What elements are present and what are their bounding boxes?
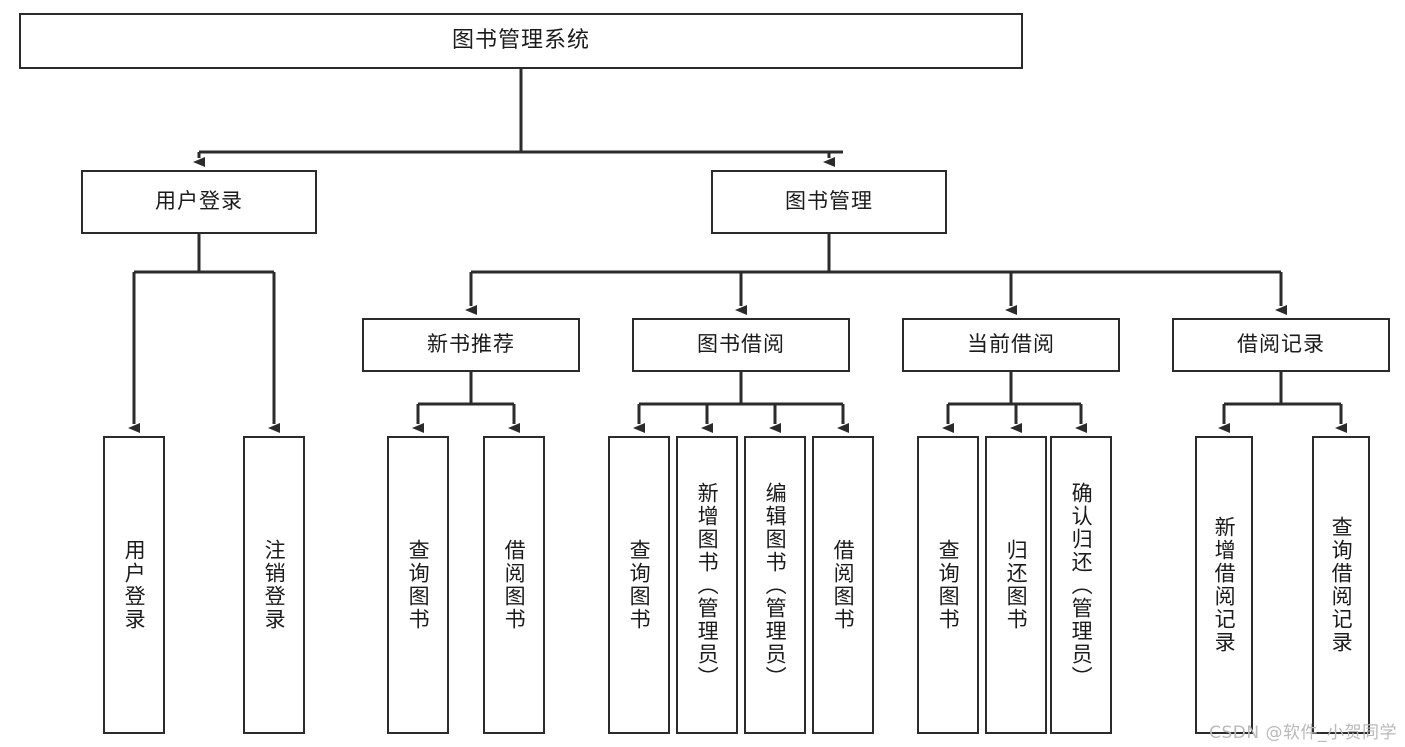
node-book-management[interactable]: 图书管理	[711, 170, 947, 234]
node-label: 归还图书	[1004, 539, 1029, 631]
node-query-book-current[interactable]: 查询图书	[917, 436, 979, 734]
node-label: 查询图书	[627, 539, 652, 631]
node-add-book-admin[interactable]: 新增图书（管理员）	[676, 436, 738, 734]
node-label: 确认归还（管理员）	[1069, 481, 1094, 689]
node-book-borrow[interactable]: 图书借阅	[632, 318, 850, 372]
node-label: 新增借阅记录	[1212, 516, 1237, 654]
node-label: 借阅图书	[831, 539, 856, 631]
node-query-borrow-record[interactable]: 查询借阅记录	[1312, 436, 1370, 734]
node-query-book-borrow[interactable]: 查询图书	[608, 436, 670, 734]
node-borrow-record[interactable]: 借阅记录	[1172, 318, 1390, 372]
node-user-logout-action[interactable]: 注销登录	[243, 436, 305, 734]
node-label: 图书借阅	[697, 332, 785, 357]
node-label: 用户登录	[155, 189, 243, 214]
node-label: 查询借阅记录	[1329, 516, 1354, 654]
node-label: 当前借阅	[967, 332, 1055, 357]
node-user-login-action[interactable]: 用户登录	[103, 436, 165, 734]
node-label: 新增图书（管理员）	[695, 481, 720, 689]
node-label: 注销登录	[262, 539, 287, 631]
node-current-borrow[interactable]: 当前借阅	[902, 318, 1120, 372]
node-book-management-system[interactable]: 图书管理系统	[19, 13, 1023, 69]
node-user-login[interactable]: 用户登录	[81, 170, 317, 234]
node-label: 图书管理	[785, 189, 873, 214]
node-edit-book-admin[interactable]: 编辑图书（管理员）	[744, 436, 806, 734]
node-label: 图书管理系统	[451, 27, 590, 53]
node-return-book[interactable]: 归还图书	[985, 436, 1047, 734]
node-label: 新书推荐	[427, 332, 515, 357]
node-label: 查询图书	[936, 539, 961, 631]
node-label: 借阅图书	[502, 539, 527, 631]
node-add-borrow-record[interactable]: 新增借阅记录	[1195, 436, 1253, 734]
node-label: 借阅记录	[1237, 332, 1325, 357]
node-new-book-recommend[interactable]: 新书推荐	[362, 318, 580, 372]
node-label: 查询图书	[406, 539, 431, 631]
node-borrow-book-recommend[interactable]: 借阅图书	[483, 436, 545, 734]
node-label: 编辑图书（管理员）	[763, 481, 788, 689]
watermark-text: CSDN @软件_小贺同学	[1209, 723, 1397, 743]
node-label: 用户登录	[122, 539, 147, 631]
node-confirm-return-admin[interactable]: 确认归还（管理员）	[1050, 436, 1112, 734]
node-borrow-book-action[interactable]: 借阅图书	[812, 436, 874, 734]
node-query-book-recommend[interactable]: 查询图书	[387, 436, 449, 734]
